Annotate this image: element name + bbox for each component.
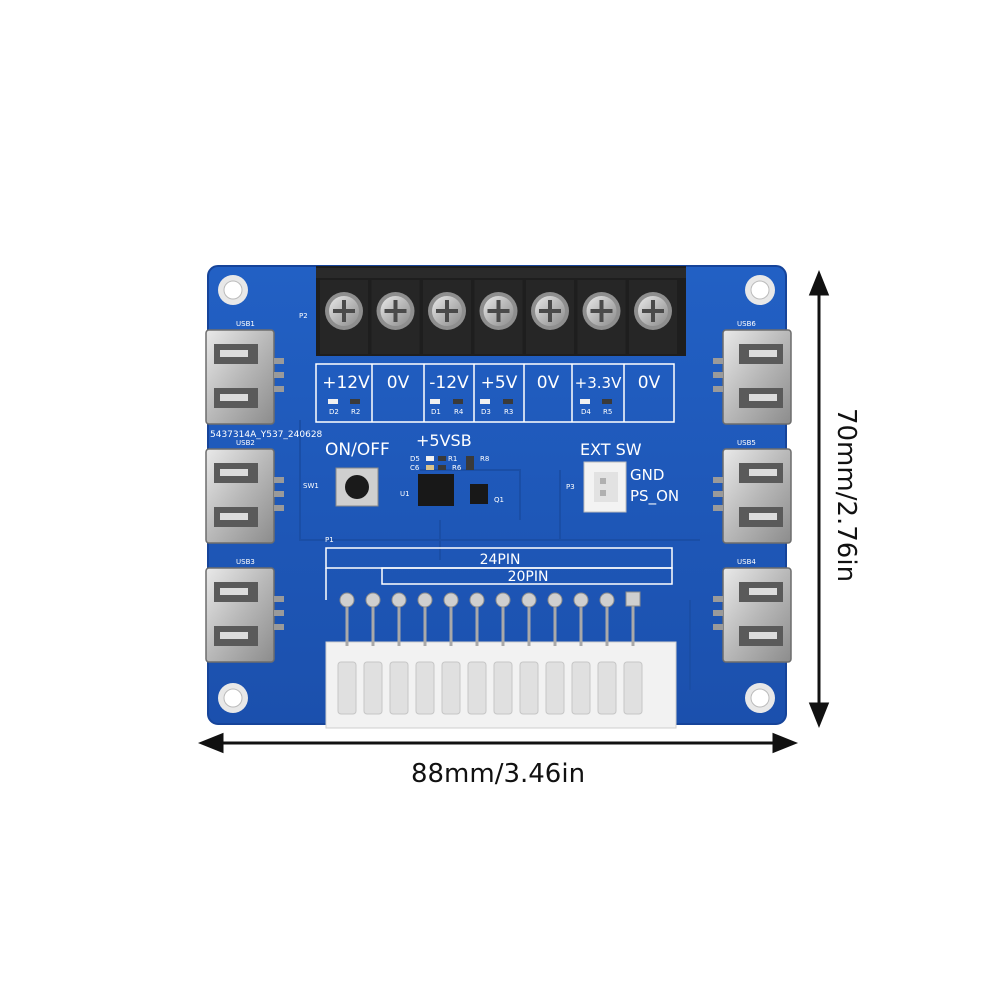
label-q1: Q1 — [494, 496, 504, 504]
terminal-label-box — [315, 363, 675, 423]
atx-24pin-connector — [325, 591, 677, 729]
label-r2: R2 — [351, 408, 360, 416]
height-dimension-label: 70mm/2.76in — [831, 408, 861, 582]
atx-pin — [599, 592, 615, 646]
atx-pin — [521, 592, 537, 646]
label-r4: R4 — [454, 408, 464, 416]
atx-slot — [363, 661, 383, 715]
atx-slot — [545, 661, 565, 715]
usb-label-6: USB6 — [737, 320, 756, 328]
atx-pin — [573, 592, 589, 646]
mounting-holes — [218, 275, 775, 713]
atx-silk-frame — [325, 547, 673, 600]
atx-pin — [625, 591, 641, 646]
atx-pin — [469, 592, 485, 646]
power-switch — [335, 467, 379, 507]
terminal-label-0v-1: 0V — [387, 373, 410, 393]
atx-slot — [519, 661, 539, 715]
usb-port-3 — [205, 567, 285, 663]
atx-slot — [389, 661, 409, 715]
usb-port-6 — [712, 329, 792, 425]
label-d4: D4 — [581, 408, 591, 416]
label-d2: D2 — [329, 408, 339, 416]
usb-label-1: USB1 — [236, 320, 255, 328]
usb-port-5 — [712, 448, 792, 544]
terminal-screw — [629, 280, 677, 354]
atx-pin — [365, 592, 381, 646]
terminal-screw — [371, 280, 420, 354]
usb-port-1 — [205, 329, 285, 425]
ext-switch-gnd: GND — [630, 466, 664, 484]
label-u1: U1 — [400, 490, 410, 498]
pcb-traces — [299, 420, 700, 690]
atx-slot — [467, 661, 487, 715]
ext-switch-label: EXT SW — [580, 440, 642, 459]
usb-label-2: USB2 — [236, 439, 255, 447]
width-dimension-arrow — [197, 732, 799, 754]
label-r5: R5 — [603, 408, 612, 416]
power-switch-designator: SW1 — [303, 482, 319, 490]
label-c6: C6 — [410, 464, 420, 472]
usb-label-4: USB4 — [737, 558, 756, 566]
ext-switch-designator: P3 — [566, 483, 575, 491]
ext-switch-ps-on: PS_ON — [630, 487, 679, 506]
height-dimension-arrow — [808, 269, 830, 729]
terminal-label-3v3: +3.3V — [575, 374, 622, 392]
atx-slot — [337, 661, 357, 715]
terminal-label-0v-3: 0V — [638, 373, 661, 393]
terminal-label-neg12v: -12V — [429, 373, 469, 393]
label-r1: R1 — [448, 455, 457, 463]
standby-components — [418, 456, 488, 506]
atx-pin — [391, 592, 407, 646]
terminal-label-0v-2: 0V — [537, 373, 560, 393]
atx-slot — [441, 661, 461, 715]
atx-label-24pin: 24PIN — [480, 552, 521, 568]
standby-label: +5VSB — [416, 431, 472, 450]
atx-designator: P1 — [325, 536, 334, 544]
terminal-screw — [423, 280, 471, 354]
atx-slot — [415, 661, 435, 715]
terminal-screw — [526, 280, 574, 354]
terminal-block — [316, 266, 686, 356]
terminal-screw — [320, 280, 368, 354]
label-d5: D5 — [410, 455, 420, 463]
atx-slot — [493, 661, 513, 715]
usb-port-4 — [712, 567, 792, 663]
led-row — [328, 399, 612, 404]
usb-port-2 — [205, 448, 285, 544]
atx-pin — [495, 592, 511, 646]
atx-pin — [417, 592, 433, 646]
terminal-label-5v: +5V — [481, 373, 518, 393]
width-dimension-label: 88mm/3.46in — [411, 759, 585, 789]
atx-slot — [597, 661, 617, 715]
atx-pin — [339, 592, 355, 646]
ext-switch-connector — [583, 461, 627, 513]
label-d1: D1 — [431, 408, 441, 416]
label-r3: R3 — [504, 408, 513, 416]
atx-label-20pin: 20PIN — [508, 569, 549, 585]
label-r8: R8 — [480, 455, 489, 463]
usb-label-3: USB3 — [236, 558, 255, 566]
terminal-screw — [474, 280, 523, 354]
atx-slot — [623, 661, 643, 715]
label-r6: R6 — [452, 464, 462, 472]
terminal-label-12v: +12V — [322, 373, 370, 393]
atx-pin — [547, 592, 563, 646]
usb-label-5: USB5 — [737, 439, 756, 447]
atx-pin — [443, 592, 459, 646]
board-code: 5437314A_Y537_240628 — [210, 430, 323, 440]
terminal-screw — [577, 280, 626, 354]
label-d3: D3 — [481, 408, 491, 416]
atx-slot — [571, 661, 591, 715]
terminal-designator: P2 — [299, 312, 308, 320]
power-switch-label: ON/OFF — [325, 440, 390, 460]
